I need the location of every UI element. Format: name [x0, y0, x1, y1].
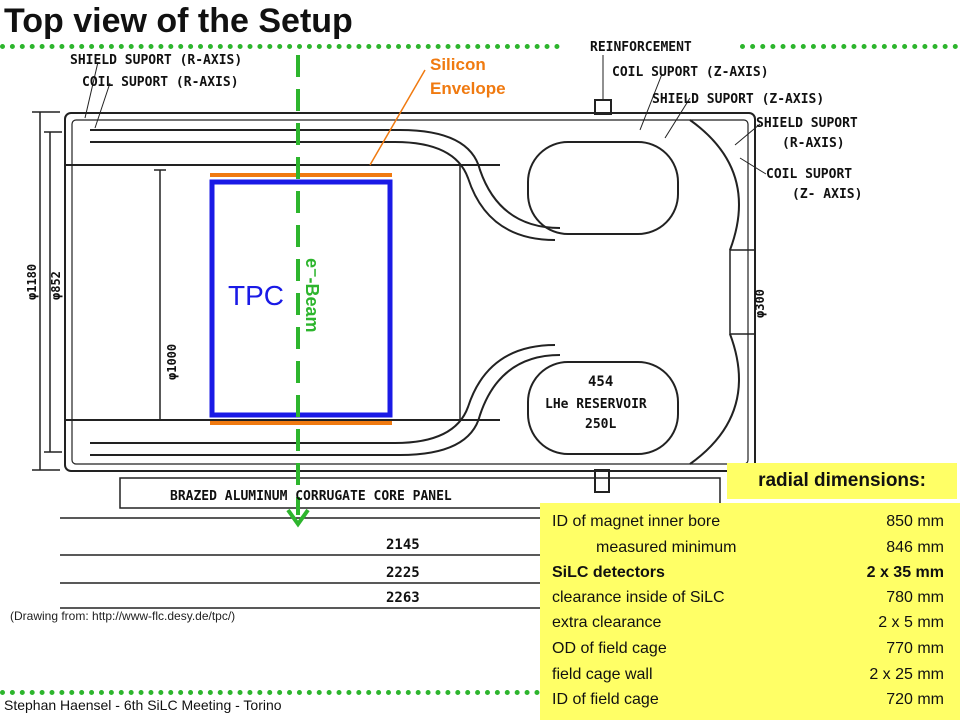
- dimension-row: ID of magnet inner bore 850 mm: [552, 513, 944, 539]
- dimension-label: ID of magnet inner bore: [552, 513, 721, 530]
- reinforcement-label: REINFORCEMENT: [590, 40, 692, 55]
- beam-axis: [286, 55, 310, 528]
- dimension-row: clearance inside of SiLC 780 mm: [552, 589, 944, 615]
- length-2145-label: 2145: [386, 537, 420, 553]
- shield-support-r2-label: SHIELD SUPORT: [756, 116, 858, 131]
- reservoir-volume-label: 250L: [585, 417, 616, 432]
- dimension-value: 2 x 35 mm: [866, 564, 944, 581]
- diameter-1180-label: φ1180: [25, 264, 39, 300]
- coil-support-r-label: COIL SUPORT (R-AXIS): [82, 75, 239, 90]
- dimension-label: OD of field cage: [552, 640, 667, 657]
- shield-support-z-label: SHIELD SUPORT (Z-AXIS): [652, 92, 824, 107]
- dimension-label: ID of field cage: [552, 691, 659, 708]
- beam-label: e⁻-Beam: [302, 258, 322, 333]
- silicon-envelope: [210, 69, 426, 425]
- dimension-value: 2 x 25 mm: [869, 666, 944, 683]
- title-dotted-rule-left: [0, 44, 560, 49]
- dimension-row: SiLC detectors 2 x 35 mm: [552, 564, 944, 590]
- dimension-row: extra clearance 2 x 5 mm: [552, 614, 944, 640]
- shield-support-r2-axis-label: (R-AXIS): [782, 136, 845, 151]
- dimension-row: OD of field cage 770 mm: [552, 640, 944, 666]
- core-panel-label: BRAZED ALUMINUM CORRUGATE CORE PANEL: [170, 489, 452, 504]
- drawing-credit: (Drawing from: http://www-flc.desy.de/tp…: [10, 609, 236, 623]
- envelope-label: Envelope: [430, 79, 506, 98]
- diameter-852-label: φ852: [49, 271, 63, 300]
- dimension-value: 846 mm: [886, 539, 944, 556]
- lhe-reservoir-label: LHe RESERVOIR: [545, 397, 647, 412]
- dimension-label: measured minimum: [596, 539, 737, 556]
- shield-support-r-label: SHIELD SUPORT (R-AXIS): [70, 53, 242, 68]
- dimension-label: clearance inside of SiLC: [552, 589, 725, 606]
- footer-text: Stephan Haensel - 6th SiLC Meeting - Tor…: [4, 697, 282, 713]
- radial-dimensions-heading: radial dimensions:: [727, 463, 957, 499]
- dimension-value: 720 mm: [886, 691, 944, 708]
- dimension-row: ID of field cage 720 mm: [552, 691, 944, 717]
- diameter-1000-label: φ1000: [165, 344, 179, 380]
- tpc-field-cage: [209, 179, 393, 418]
- reservoir-454-label: 454: [588, 374, 613, 390]
- dimension-label: SiLC detectors: [552, 564, 665, 581]
- dimension-row: field cage wall 2 x 25 mm: [552, 666, 944, 692]
- coil-support-z2-label: COIL SUPORT: [766, 167, 852, 182]
- tpc-label: TPC: [228, 280, 284, 311]
- dimension-row: measured minimum 846 mm: [552, 539, 944, 565]
- dimension-label: field cage wall: [552, 666, 653, 683]
- coil-support-z2-axis-label: (Z- AXIS): [792, 187, 862, 202]
- diameter-300-label: φ300: [753, 289, 767, 318]
- cryostat-outline: [64, 99, 756, 493]
- length-2225-label: 2225: [386, 565, 420, 581]
- label-leader-lines: [84, 55, 767, 175]
- length-2263-label: 2263: [386, 590, 420, 606]
- dimension-label: extra clearance: [552, 614, 662, 631]
- silicon-label: Silicon: [430, 55, 486, 74]
- dimension-value: 770 mm: [886, 640, 944, 657]
- title-dotted-rule-right: [740, 44, 958, 49]
- slide-title: Top view of the Setup: [4, 2, 353, 40]
- dimension-value: 850 mm: [886, 513, 944, 530]
- coil-support-z-label: COIL SUPORT (Z-AXIS): [612, 65, 769, 80]
- radial-dimensions-table: ID of magnet inner bore 850 mm measured …: [540, 503, 960, 720]
- footer-dotted-rule: [0, 690, 540, 695]
- dimension-value: 2 x 5 mm: [878, 614, 944, 631]
- dimension-value: 780 mm: [886, 589, 944, 606]
